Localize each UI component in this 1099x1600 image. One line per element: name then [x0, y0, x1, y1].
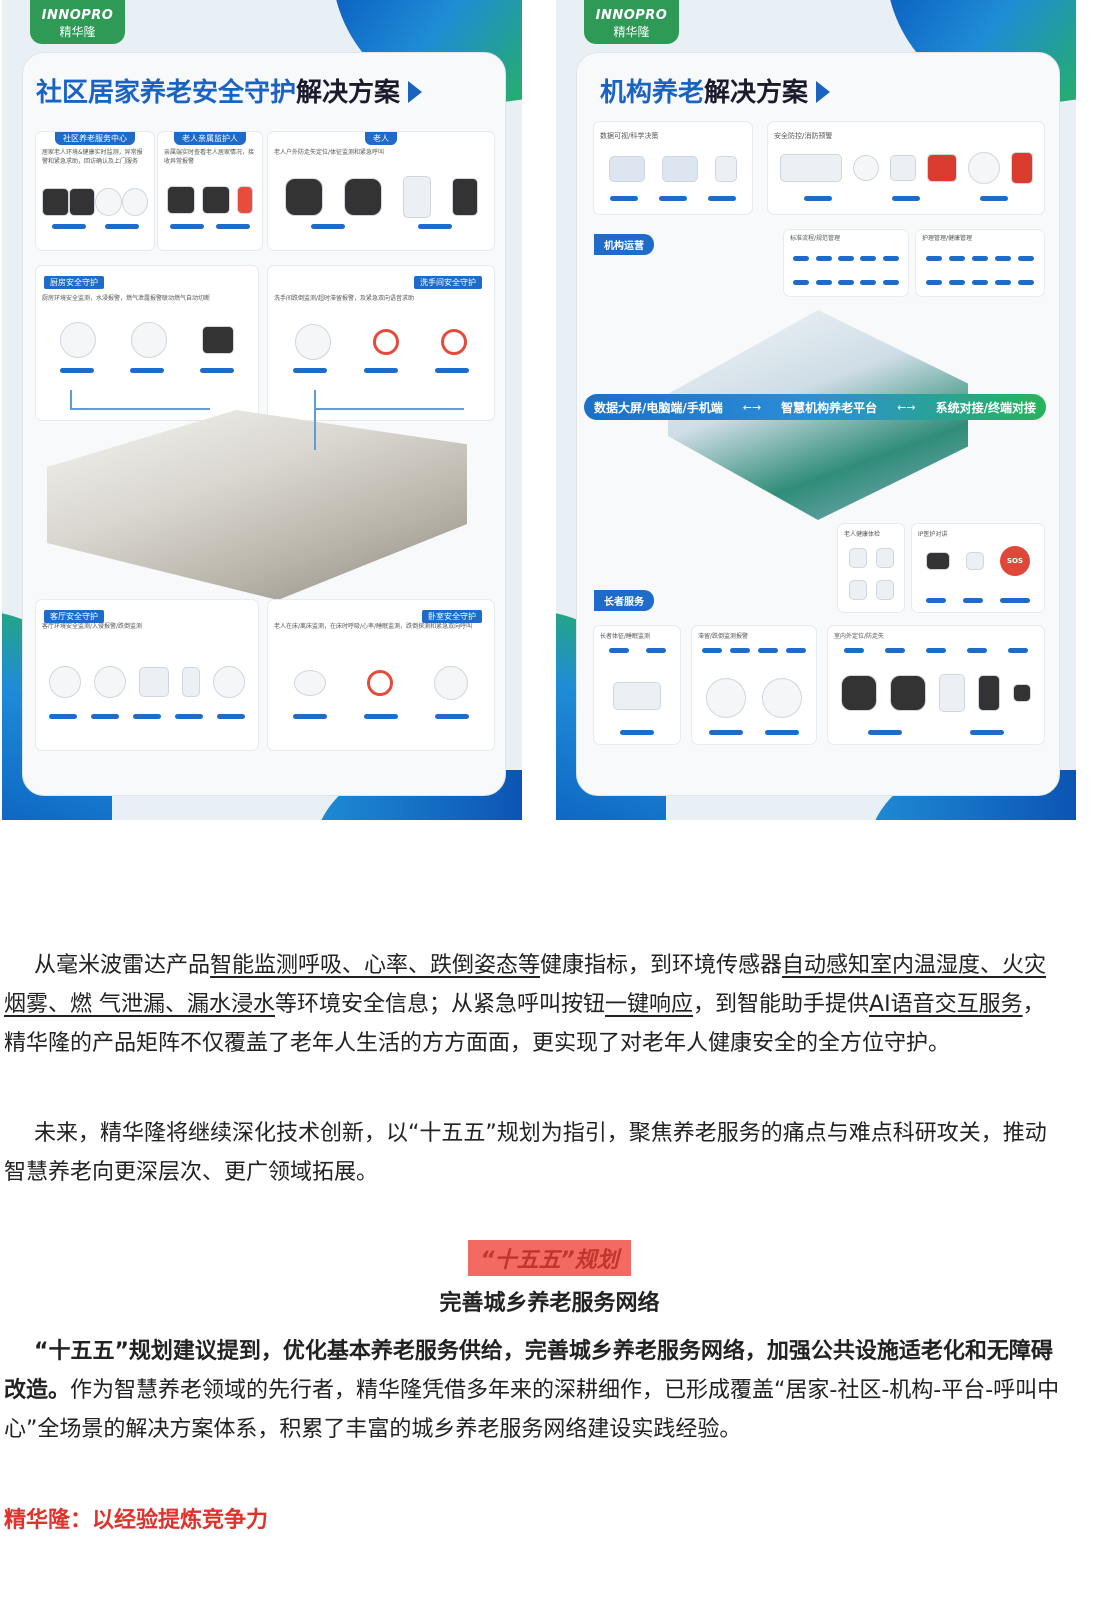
card-health-check: 老人健康体检: [838, 524, 904, 612]
phone-icon: [167, 186, 196, 214]
section-subtitle: 完善城乡养老服务网络: [439, 1291, 660, 1316]
card-nursing: 护理管理/健康管理: [916, 230, 1044, 296]
sleep-monitor-icon: [294, 670, 327, 696]
agent-icon: [95, 188, 122, 216]
card-community-center: 社区养老服务中心 居家老人环境&健康实时监测，异常报警和紧急求助，回访确认及上门…: [36, 132, 154, 250]
sos-button-icon: SOS: [1000, 546, 1030, 576]
radar-icon: [48, 666, 81, 698]
smartwatch-icon: [284, 178, 323, 216]
card-fall-detection: 滞留/跌倒监测报警: [692, 626, 816, 744]
valve-icon: [202, 326, 235, 354]
emergency-button-icon: [373, 329, 399, 355]
emergency-button-icon: [366, 670, 393, 696]
platform-bar: 数据大屏/电脑端/手机端 ←→ 智慧机构养老平台 ←→ 系统对接/终端对接: [584, 394, 1046, 420]
meter-icon: [875, 548, 894, 568]
card-kitchen: 厨房安全守护 厨房环境安全监测，水浸报警，燃气泄露报警联动燃气自动切断: [36, 266, 258, 420]
locator-icon: [938, 674, 965, 712]
gas-detector-icon: [130, 322, 167, 358]
monitor-icon: [661, 156, 698, 182]
smartwatch-icon: [840, 675, 877, 711]
monitor-icon: [608, 156, 645, 182]
thermostat-icon: [138, 667, 169, 697]
agent-icon: [121, 188, 148, 216]
fire-alarm-icon: [1010, 152, 1033, 184]
section-tag: “十五五”规划: [468, 1240, 631, 1276]
card-bedroom: 卧室安全守护 老人在床/离床监测，在床时呼吸/心率/睡眠监测，跌倒探测和紧急双向…: [268, 600, 494, 750]
intercom-icon: [926, 552, 950, 570]
card-data-visualization: 数据可视/科学决策: [594, 122, 752, 214]
phone-icon: [201, 186, 230, 214]
handset-icon: [966, 552, 984, 570]
alarm-panel-icon: [926, 154, 957, 182]
card-vital-signs: 长者体征/睡眠监测: [594, 626, 680, 744]
monitor-icon: [42, 188, 69, 216]
meter-icon: [848, 580, 867, 600]
smartwatch-icon: [889, 675, 926, 711]
smoke-detector-icon: [59, 322, 96, 358]
card-living-room: 客厅安全守护 客厅环境安全监测/入侵报警/跌倒监测: [36, 600, 258, 750]
article-paragraph-2: 未来，精华隆将继续深化技术创新，以“十五五”规划为指引，聚焦养老服务的痛点与难点…: [4, 1121, 1047, 1185]
section-tag-wrap: “十五五”规划: [0, 1240, 1099, 1276]
smoke-detector-icon: [967, 152, 1000, 184]
poster-title: 机构养老解决方案: [600, 72, 831, 109]
article-paragraph-1: 从毫米波雷达产品智能监测呼吸、心率、跌倒姿态等健康指标，到环境传感器自动感知室内…: [4, 953, 1047, 1056]
sleep-monitor-icon: [613, 682, 661, 710]
smoke-detector-icon: [93, 666, 126, 698]
meter-icon: [875, 580, 894, 600]
play-icon: [408, 81, 423, 103]
pull-cord-icon: [441, 329, 467, 355]
card-bathroom: 洗手间安全守护 洗手间跌倒监测/超时滞留报警，及紧急双向语音求助: [268, 266, 494, 420]
monitor-icon: [68, 188, 95, 216]
institution-solution-poster: INNOPRO 精华隆 机构养老解决方案 数据可视/科学决策 安全防控/消防预警…: [556, 0, 1076, 820]
label-elder-service: 长者服务: [594, 590, 654, 611]
card-security: 安全防控/消防预警: [768, 122, 1044, 214]
person-icon: [236, 186, 253, 214]
radar-icon: [295, 324, 331, 360]
poster-title: 社区居家养老安全守护解决方案: [36, 72, 423, 109]
section-heading: 精华隆：以经验提炼竞争力: [4, 1508, 269, 1533]
innopro-logo: INNOPRO 精华隆: [30, 0, 125, 44]
community-solution-poster: INNOPRO 精华隆 社区居家养老安全守护解决方案 社区养老服务中心 居家老人…: [2, 0, 522, 820]
card-elder: 老人 老人户外防走失定位/体征监测和紧急呼叫: [268, 132, 494, 250]
card-family-guardian: 老人亲属监护人 亲属端实时查看老人居家情况，接收异常报警: [158, 132, 262, 250]
scale-icon: [848, 548, 867, 568]
card-process: 标准流程/规范管理: [784, 230, 908, 296]
card-ip-intercom: IP医护对讲 SOS: [912, 524, 1044, 612]
card-positioning: 室内外定位/防走失: [828, 626, 1044, 744]
phone-icon: [715, 156, 738, 182]
door-sensor-icon: [182, 667, 201, 697]
beacon-icon: [1013, 684, 1032, 702]
radar-icon: [762, 678, 802, 718]
phone-icon: [451, 178, 478, 216]
label-institution-ops: 机构运营: [594, 234, 654, 255]
play-icon: [816, 81, 831, 103]
barrier-icon: [779, 154, 842, 182]
smartwatch-icon: [343, 178, 382, 216]
radar-icon: [433, 666, 468, 700]
radar-icon: [706, 678, 746, 718]
camera-icon: [889, 155, 916, 181]
phone-icon: [978, 675, 1001, 711]
innopro-logo: INNOPRO 精华隆: [584, 0, 679, 44]
pir-sensor-icon: [213, 666, 246, 698]
article-paragraph-3: “十五五”规划建议提到，优化基本养老服务供给，完善城乡养老服务网络，加强公共设施…: [4, 1339, 1060, 1442]
camera-icon: [852, 155, 879, 181]
locator-icon: [402, 176, 431, 218]
